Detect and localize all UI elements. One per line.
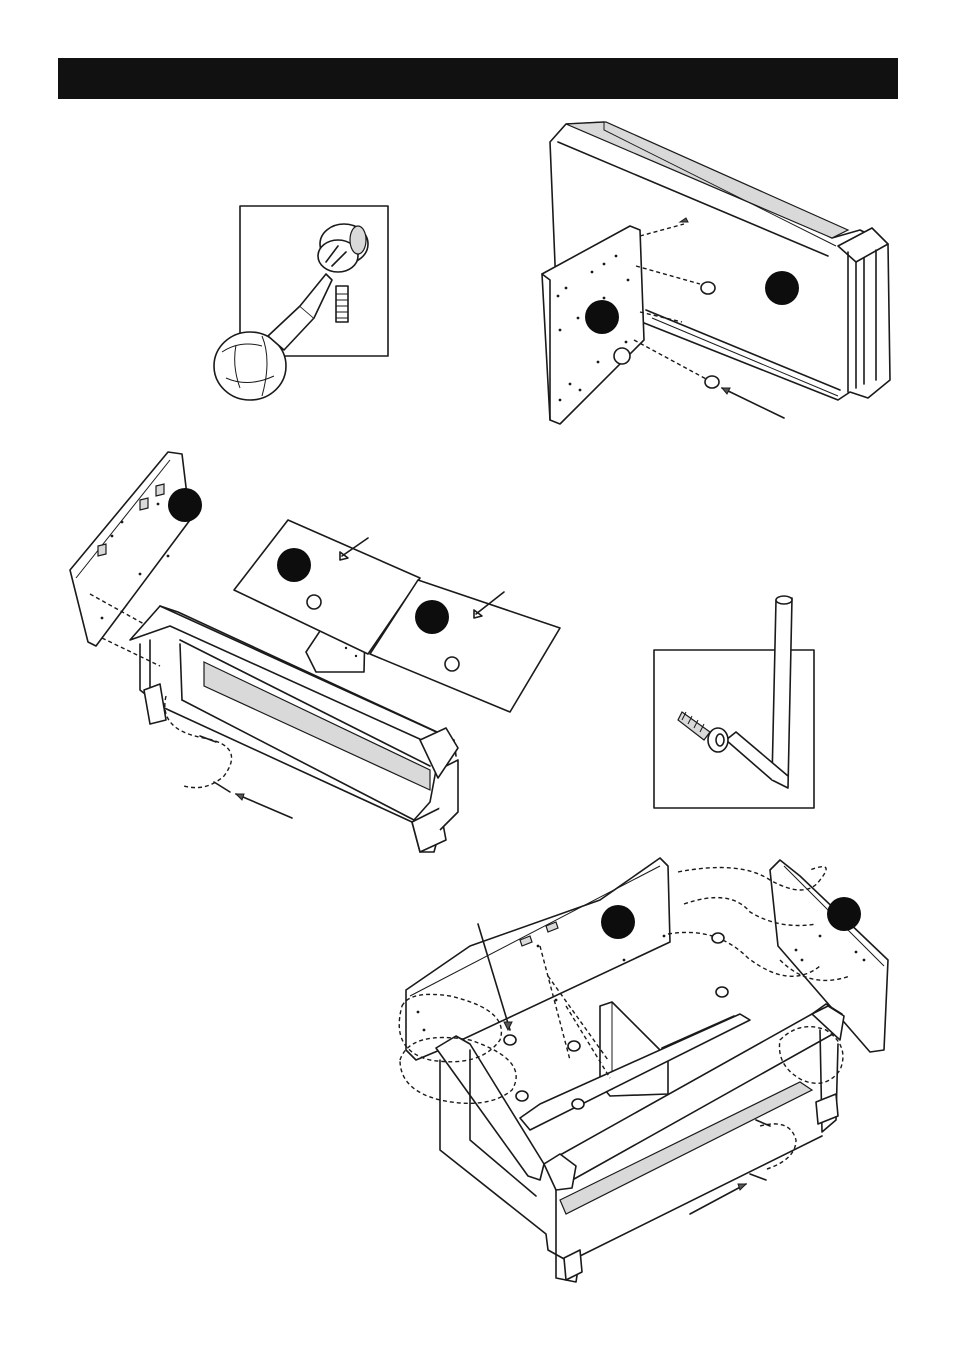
step2-shelves-assembly [70,452,560,852]
allen-key-bolt-inset [654,596,814,808]
screwdriver-cam-lock-inset [214,206,388,400]
step3-final-assembly [399,858,888,1282]
step1-back-and-side-panel [542,122,890,424]
